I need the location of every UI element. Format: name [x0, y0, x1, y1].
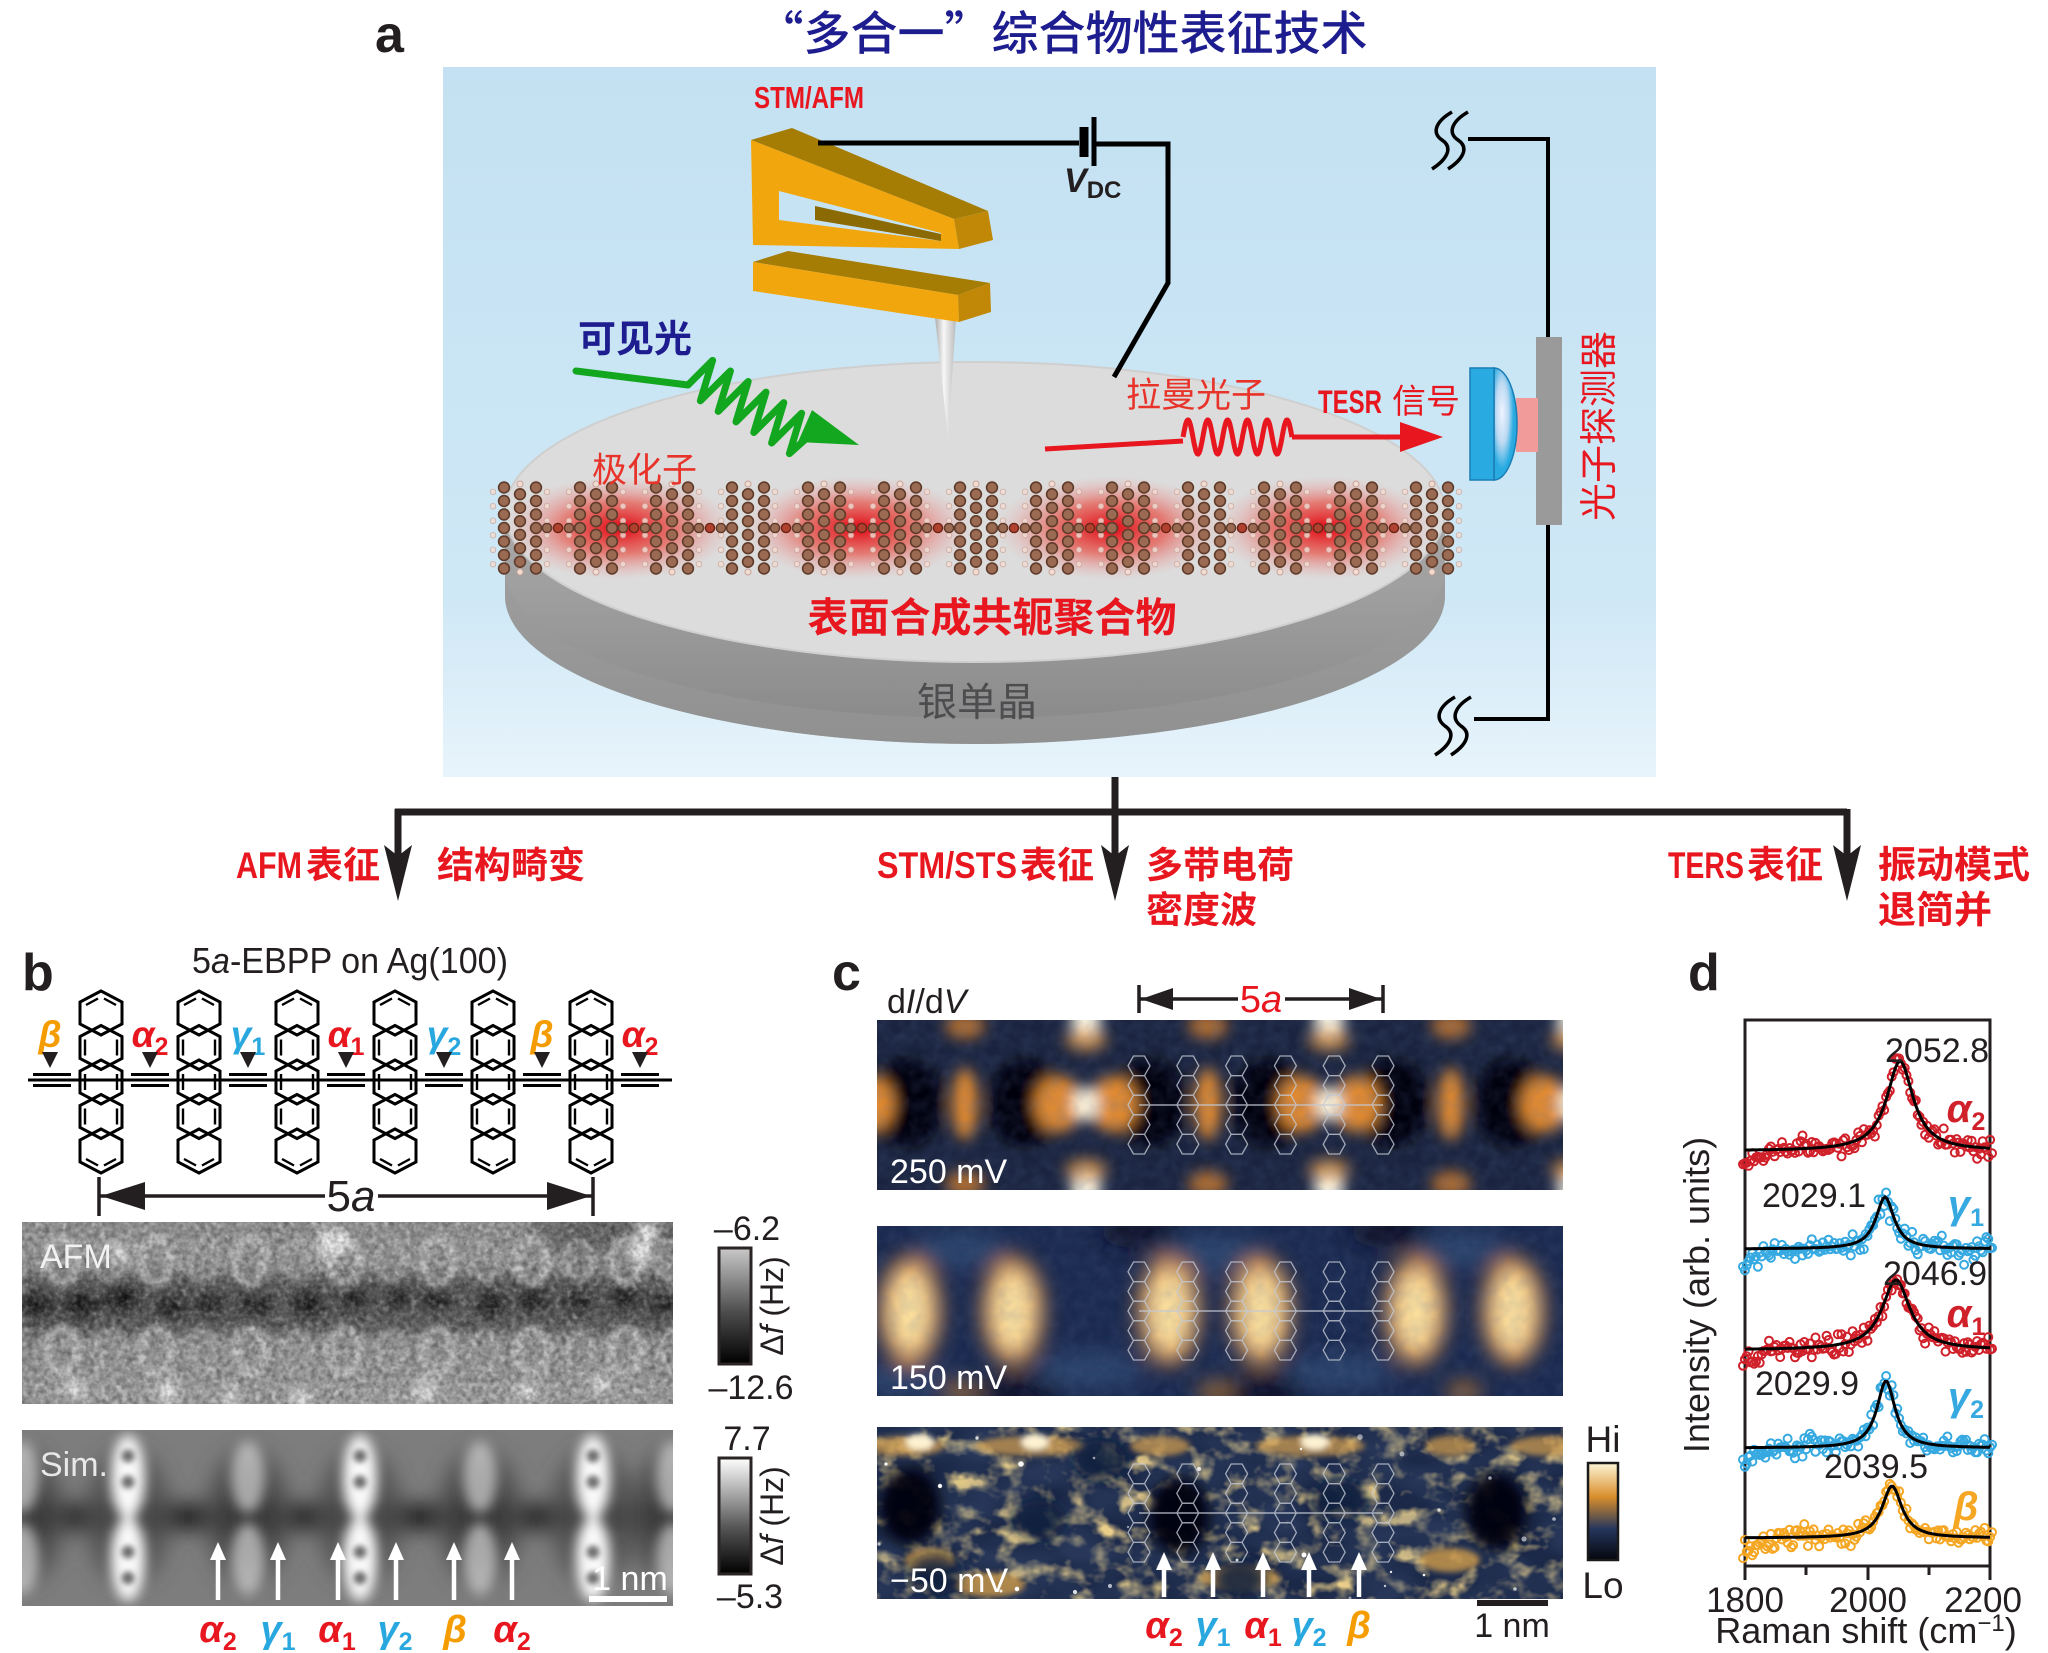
svg-text:2029.9: 2029.9	[1755, 1365, 1859, 1403]
svg-text:a: a	[375, 6, 405, 64]
svg-text:1 nm: 1 nm	[1474, 1607, 1550, 1645]
svg-text:β: β	[38, 1014, 62, 1055]
svg-text:Hi: Hi	[1586, 1419, 1621, 1460]
svg-text:7.7: 7.7	[723, 1420, 770, 1458]
svg-text:5a-EBPP on Ag(100): 5a-EBPP on Ag(100)	[192, 940, 508, 981]
svg-text:α2: α2	[1145, 1605, 1182, 1652]
svg-text:−50 mV: −50 mV	[890, 1562, 1008, 1600]
svg-text:Sim.: Sim.	[40, 1446, 108, 1484]
svg-text:Δf (Hz): Δf (Hz)	[754, 1256, 790, 1356]
svg-text:2000: 2000	[1829, 1581, 1907, 1620]
svg-text:2039.5: 2039.5	[1824, 1448, 1928, 1486]
svg-text:150 mV: 150 mV	[890, 1359, 1007, 1397]
svg-text:1 nm: 1 nm	[592, 1560, 668, 1598]
svg-text:Raman shift (cm−1): Raman shift (cm−1)	[1715, 1610, 2016, 1651]
svg-text:–12.6: –12.6	[708, 1369, 793, 1407]
svg-text:2046.9: 2046.9	[1883, 1255, 1987, 1293]
svg-text:2200: 2200	[1944, 1581, 2022, 1620]
svg-text:α2: α2	[1947, 1087, 1986, 1136]
svg-text:VDC: VDC	[1064, 162, 1121, 204]
svg-text:b: b	[22, 944, 54, 1002]
svg-text:β: β	[442, 1609, 467, 1651]
svg-text:STM/STS: STM/STS	[877, 845, 1017, 886]
svg-text:250 mV: 250 mV	[890, 1153, 1007, 1191]
svg-text:STM/AFM: STM/AFM	[754, 80, 864, 115]
svg-text:β: β	[530, 1014, 554, 1055]
svg-text:Δf (Hz): Δf (Hz)	[754, 1466, 790, 1566]
svg-text:dI/dV: dI/dV	[887, 983, 970, 1021]
svg-text:–5.3: –5.3	[717, 1578, 783, 1616]
svg-text:TESR: TESR	[1318, 384, 1382, 420]
svg-text:β: β	[1346, 1605, 1371, 1647]
svg-text:–6.2: –6.2	[714, 1210, 780, 1248]
svg-text:5a: 5a	[1240, 979, 1282, 1021]
svg-text:AFM: AFM	[40, 1238, 112, 1276]
svg-text:γ1: γ1	[260, 1609, 295, 1653]
svg-text:d: d	[1688, 944, 1720, 1002]
svg-text:c: c	[832, 944, 861, 1002]
svg-text:TERS: TERS	[1668, 845, 1744, 886]
svg-text:AFM: AFM	[236, 845, 302, 886]
svg-text:1800: 1800	[1706, 1581, 1784, 1620]
svg-text:β: β	[1953, 1485, 1979, 1529]
svg-text:2052.8: 2052.8	[1885, 1032, 1989, 1070]
svg-text:2029.1: 2029.1	[1762, 1177, 1866, 1215]
svg-text:5a: 5a	[327, 1172, 376, 1221]
svg-text:Intensity (arb. units): Intensity (arb. units)	[1676, 1137, 1717, 1453]
svg-text:Lo: Lo	[1582, 1565, 1623, 1606]
